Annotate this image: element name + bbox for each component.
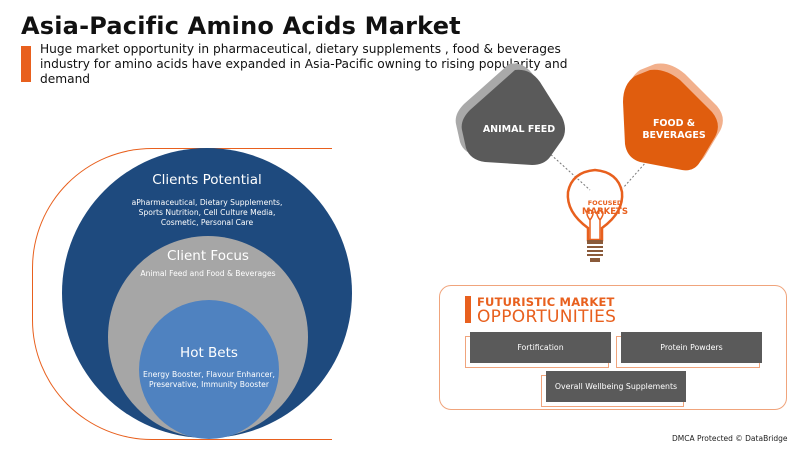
food-beverages-line: BEVERAGES (642, 130, 706, 141)
futuristic-opportunities-panel (439, 285, 787, 410)
hot-bets-heading: Hot Bets (180, 345, 238, 361)
food-beverages-node: FOOD & BEVERAGES (634, 118, 714, 142)
lightbulb-icon (566, 168, 624, 242)
futuristic-title-line2: OPPORTUNITIES (477, 307, 617, 327)
hot-bets-body: Energy Booster, Flavour Enhancer, Preser… (130, 370, 288, 390)
clients-potential-line: Cosmetic, Personal Care (160, 218, 254, 227)
circles-orange-outline (32, 148, 332, 440)
clients-potential-body: aPharmaceutical, Dietary Supplements, Sp… (107, 198, 307, 228)
futuristic-accent-bar (465, 296, 471, 323)
dmca-footer: DMCA Protected © DataBridge (672, 434, 788, 443)
clients-potential-heading: Clients Potential (152, 172, 262, 188)
opportunity-label: Overall Wellbeing Supplements (546, 371, 686, 402)
futuristic-title-line1: FUTURISTIC MARKET (477, 295, 615, 309)
connector-line (547, 151, 591, 191)
focused-label-line1: FOCUSED (587, 199, 623, 207)
opportunity-label: Fortification (470, 332, 611, 363)
circle-hot-bets (139, 300, 279, 439)
hot-bets-line: Preservative, Immunity Booster (149, 380, 269, 389)
clients-potential-line: Sports Nutrition, Cell Culture Media, (138, 208, 276, 217)
subtitle-accent-bar (21, 46, 31, 82)
page-subtitle: Huge market opportunity in pharmaceutica… (40, 42, 568, 86)
focused-label-line2: MARKETS (582, 207, 628, 217)
focused-markets-graphic (455, 63, 723, 262)
clients-potential-line: aPharmaceutical, Dietary Supplements, (131, 198, 283, 207)
opportunity-label: Protein Powders (621, 332, 762, 363)
focused-markets-label: FOCUSED MARKETS (575, 199, 635, 217)
hot-bets-line: Energy Booster, Flavour Enhancer, (143, 370, 275, 379)
food-beverages-line: FOOD & (652, 118, 696, 129)
client-focus-heading: Client Focus (167, 248, 249, 264)
food-beverages-shape (623, 69, 718, 171)
animal-feed-shape (461, 69, 565, 165)
animal-feed-node: ANIMAL FEED (482, 124, 556, 135)
client-focus-body: Animal Feed and Food & Beverages (140, 269, 276, 278)
page-title: Asia-Pacific Amino Acids Market (21, 12, 461, 40)
